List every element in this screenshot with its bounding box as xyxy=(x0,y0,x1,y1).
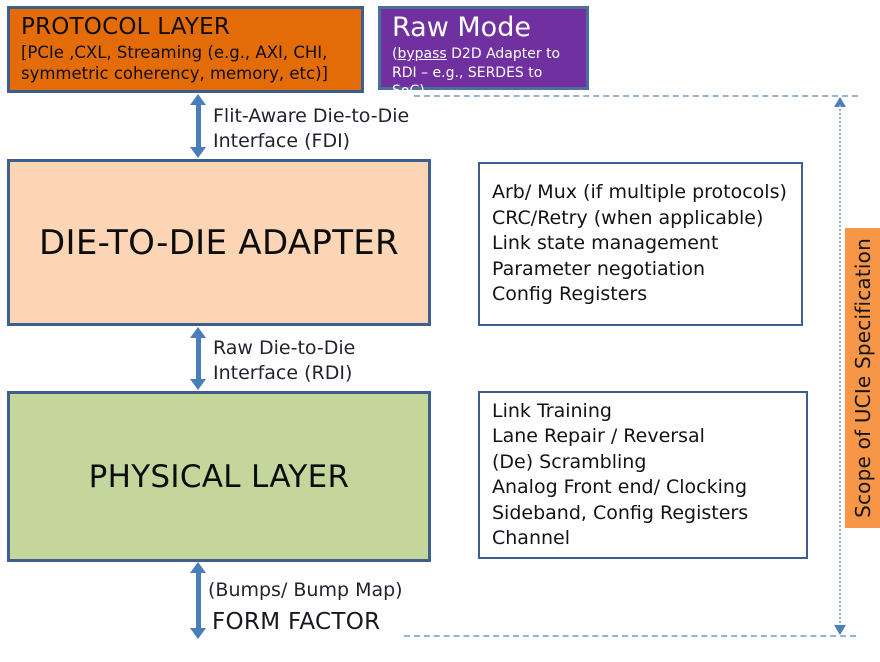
adapter-function-item: CRC/Retry (when applicable) xyxy=(492,206,764,229)
rdi-label-line1: Raw Die-to-Die xyxy=(213,337,356,359)
arrow-shaft xyxy=(195,103,201,149)
protocol-subtitle-line1: [PCIe ,CXL, Streaming (e.g., AXI, CHI, xyxy=(21,43,328,62)
arrow-down-icon xyxy=(190,147,206,158)
bumps-double-arrow xyxy=(190,562,206,639)
physical-function-item: Channel xyxy=(492,527,571,549)
fdi-label-line1: Flit-Aware Die-to-Die xyxy=(213,105,410,127)
raw-mode-title: Raw Mode xyxy=(392,12,531,43)
protocol-subtitle-line2: symmetric coherency, memory, etc)] xyxy=(21,64,328,83)
scope-of-ucie-label: Scope of UCIe Specification xyxy=(850,238,875,518)
scope-of-ucie-banner: Scope of UCIe Specification xyxy=(845,228,880,528)
scope-extent-dotted-arrow xyxy=(833,97,847,635)
bumps-label: (Bumps/ Bump Map) xyxy=(208,579,403,601)
arrow-down-icon xyxy=(190,628,206,639)
fdi-double-arrow xyxy=(190,94,206,158)
protocol-layer-subtitle: [PCIe ,CXL, Streaming (e.g., AXI, CHI, s… xyxy=(21,42,351,84)
form-factor-label: FORM FACTOR xyxy=(212,609,381,635)
die-to-die-adapter-title: DIE-TO-DIE ADAPTER xyxy=(39,222,399,263)
arrow-up-icon xyxy=(190,327,206,338)
arrow-up-icon xyxy=(834,97,846,107)
rdi-double-arrow xyxy=(190,327,206,390)
adapter-function-item: Link state management xyxy=(492,232,719,255)
rdi-label-line2: Interface (RDI) xyxy=(213,362,353,384)
adapter-function-item: Arb/ Mux (if multiple protocols) xyxy=(492,181,787,204)
physical-function-item: Link Training xyxy=(492,399,612,422)
raw-mode-sub-prefix: ( xyxy=(392,46,398,62)
physical-function-item: (De) Scrambling xyxy=(492,450,647,473)
arrow-down-icon xyxy=(190,379,206,390)
raw-mode-box: Raw Mode (bypass D2D Adapter to RDI – e.… xyxy=(378,6,589,99)
physical-function-item: Lane Repair / Reversal xyxy=(492,425,705,447)
fdi-label-line2: Interface (FDI) xyxy=(213,130,351,152)
adapter-function-item: Parameter negotiation xyxy=(492,257,706,280)
raw-mode-sub-bypass: bypass xyxy=(397,46,447,62)
raw-mode-sub-line2: RDI – e.g., SERDES to SoC) xyxy=(392,64,543,100)
physical-functions-box: Link Training Lane Repair / Reversal (De… xyxy=(478,391,808,559)
raw-mode-subtitle: (bypass D2D Adapter to RDI – e.g., SERDE… xyxy=(392,45,578,101)
adapter-function-item: Config Registers xyxy=(492,283,648,306)
physical-layer-title: PHYSICAL LAYER xyxy=(88,458,350,495)
die-to-die-adapter-box: DIE-TO-DIE ADAPTER xyxy=(7,159,431,326)
arrow-up-icon xyxy=(190,562,206,573)
protocol-layer-title: PROTOCOL LAYER xyxy=(21,14,231,40)
physical-function-item: Sideband, Config Registers xyxy=(492,501,749,524)
arrow-shaft xyxy=(195,571,201,630)
raw-mode-sub-rest: D2D Adapter to xyxy=(446,46,561,62)
scope-boundary-bottom-dashed-line xyxy=(404,635,856,637)
arrow-up-icon xyxy=(190,94,206,105)
fdi-interface-label: Flit-Aware Die-to-Die Interface (FDI) xyxy=(213,104,409,154)
scope-boundary-top-dashed-line xyxy=(414,95,858,97)
protocol-layer-box: PROTOCOL LAYER [PCIe ,CXL, Streaming (e.… xyxy=(7,6,364,93)
physical-function-item: Analog Front end/ Clocking xyxy=(492,476,748,498)
arrow-shaft xyxy=(195,336,201,381)
physical-layer-box: PHYSICAL LAYER xyxy=(7,391,431,562)
adapter-functions-box: Arb/ Mux (if multiple protocols) CRC/Ret… xyxy=(478,162,803,326)
dotted-shaft xyxy=(839,105,841,627)
arrow-down-icon xyxy=(834,625,846,635)
rdi-interface-label: Raw Die-to-Die Interface (RDI) xyxy=(213,336,355,386)
